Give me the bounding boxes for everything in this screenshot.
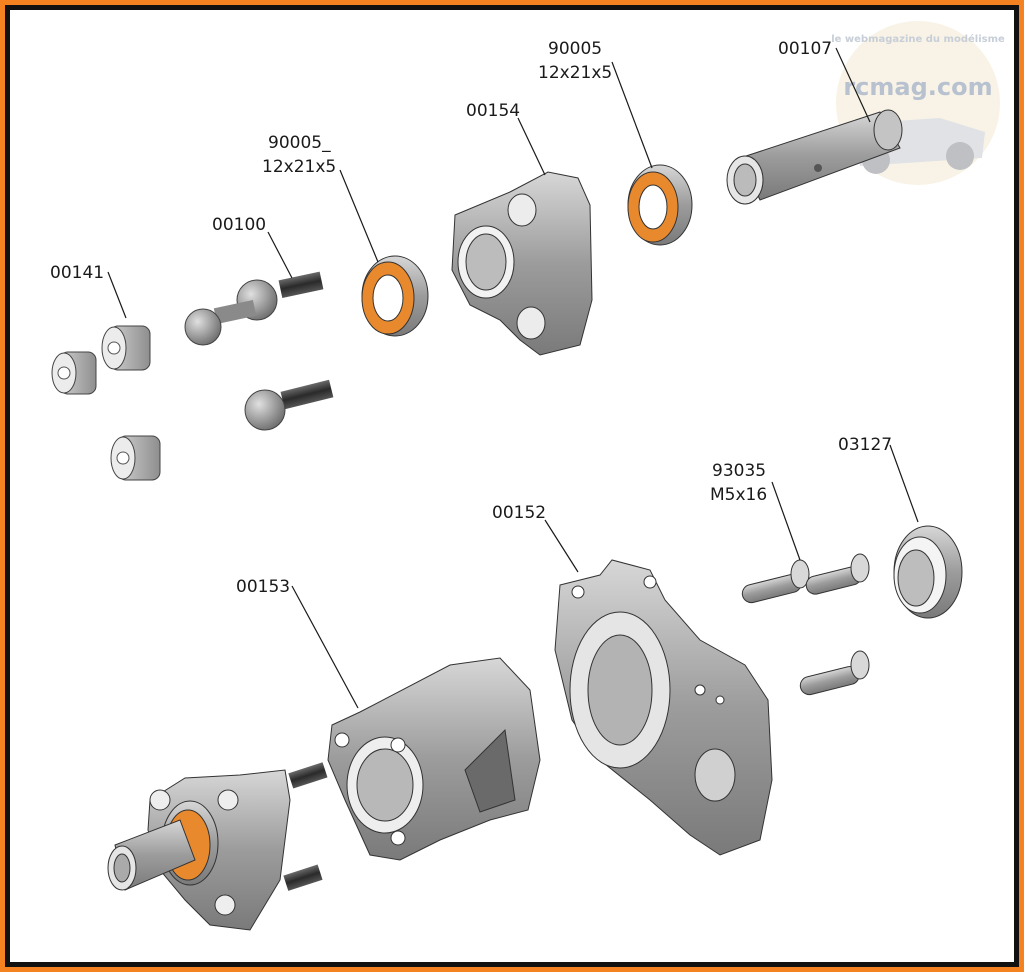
spline-nut-00141-c <box>110 435 161 481</box>
label-00107: 00107 <box>778 39 832 59</box>
label-93035-code: 93035 <box>712 461 766 481</box>
label-00153: 00153 <box>236 577 290 597</box>
pin-93035-a <box>741 559 810 604</box>
label-93035-size: M5x16 <box>710 485 767 505</box>
label-00141: 00141 <box>50 263 104 283</box>
ball-stud-00100-double <box>184 271 324 346</box>
housing-00153 <box>327 657 541 861</box>
watermark-site: rcmag.com <box>843 73 992 101</box>
housing-00154 <box>451 171 593 356</box>
collar-03127 <box>893 525 963 619</box>
label-00154: 00154 <box>466 101 520 121</box>
leader-lines <box>107 47 919 709</box>
ball-stud-00100-single <box>244 379 334 431</box>
spline-nut-00141-b <box>101 325 151 371</box>
label-00100: 00100 <box>212 215 266 235</box>
label-90005-right-size: 12x21x5 <box>538 63 612 83</box>
label-00152: 00152 <box>492 503 546 523</box>
label-90005-left-code: 90005_ <box>268 133 331 153</box>
label-90005-left-size: 12x21x5 <box>262 157 336 177</box>
shaft-00107 <box>726 109 903 205</box>
pin-93035-b <box>805 553 870 595</box>
watermark-tagline: le webmagazine du modélisme <box>831 33 1005 45</box>
part-labels: 00141 00100 90005_ 12x21x5 00154 90005 1… <box>50 39 892 597</box>
label-03127: 03127 <box>838 435 892 455</box>
bearing-90005-left <box>361 255 429 337</box>
bearing-90005-right <box>627 164 693 246</box>
gearbox-case-00152 <box>554 559 773 856</box>
label-90005-right-code: 90005 <box>548 39 602 59</box>
hub-assembly <box>107 762 328 931</box>
spline-nut-00141-a <box>51 351 97 395</box>
pin-93035-c <box>799 650 870 696</box>
